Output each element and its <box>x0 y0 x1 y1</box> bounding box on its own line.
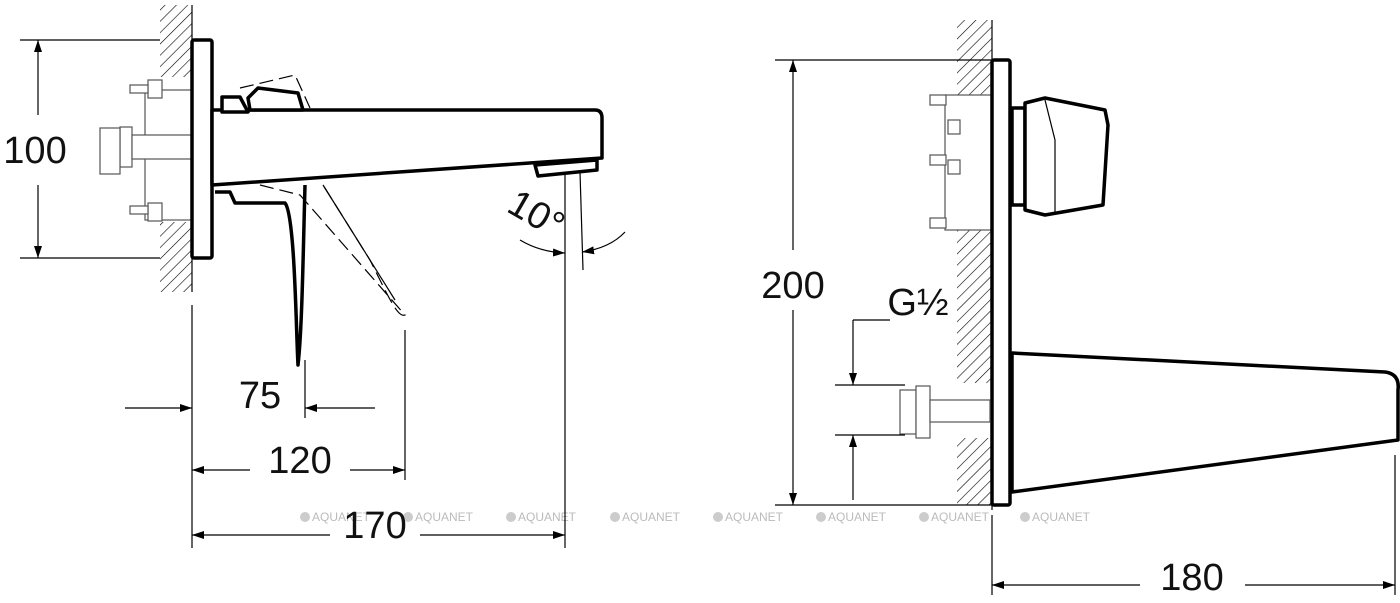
watermark-logo-icon <box>919 512 929 522</box>
dim-200: 200 <box>761 265 824 307</box>
watermark-text: AQUANET <box>828 510 887 524</box>
watermark-logo-icon <box>506 512 516 522</box>
lever <box>215 184 307 367</box>
watermark-text: AQUANET <box>415 510 474 524</box>
watermark-logo-icon <box>713 512 723 522</box>
spout <box>210 108 604 187</box>
lever-top <box>246 86 305 112</box>
spout <box>1010 351 1400 494</box>
watermark-text: AQUANET <box>622 510 681 524</box>
wall-hatch-bottom <box>160 222 192 292</box>
watermark-text: AQUANET <box>312 510 371 524</box>
aerator <box>533 158 599 178</box>
inlet-fitting <box>899 385 991 439</box>
dim-angle: 10° <box>501 182 572 247</box>
dim-100: 100 <box>3 130 66 172</box>
side-view-right: 200 G½ 180 <box>761 20 1400 599</box>
watermark-logo-icon <box>610 512 620 522</box>
watermark-logo-icon <box>403 512 413 522</box>
mounting-body <box>929 94 993 231</box>
handle <box>1023 96 1110 217</box>
dim-180: 180 <box>1160 557 1223 599</box>
dim-75: 75 <box>239 375 281 417</box>
watermark-logo-icon <box>1020 512 1030 522</box>
watermark-logo-icon <box>300 512 310 522</box>
watermarks: AQUANET AQUANET AQUANET AQUANET AQUANET AQUAN… <box>300 510 1091 524</box>
cover-plate <box>990 58 1012 507</box>
watermark-text: AQUANET <box>725 510 784 524</box>
watermark-logo-icon <box>816 512 826 522</box>
watermark-text: AQUANET <box>518 510 577 524</box>
wall-hatch-top <box>160 5 192 77</box>
dim-170: 170 <box>343 505 406 547</box>
dim-120: 120 <box>268 440 331 482</box>
watermark-text: AQUANET <box>931 510 990 524</box>
mounting-body <box>99 79 193 222</box>
cover-plate <box>190 38 214 260</box>
dim-thread: G½ <box>887 282 948 324</box>
watermark-text: AQUANET <box>1032 510 1091 524</box>
side-view-left: 100 75 120 170 10° <box>3 5 626 548</box>
